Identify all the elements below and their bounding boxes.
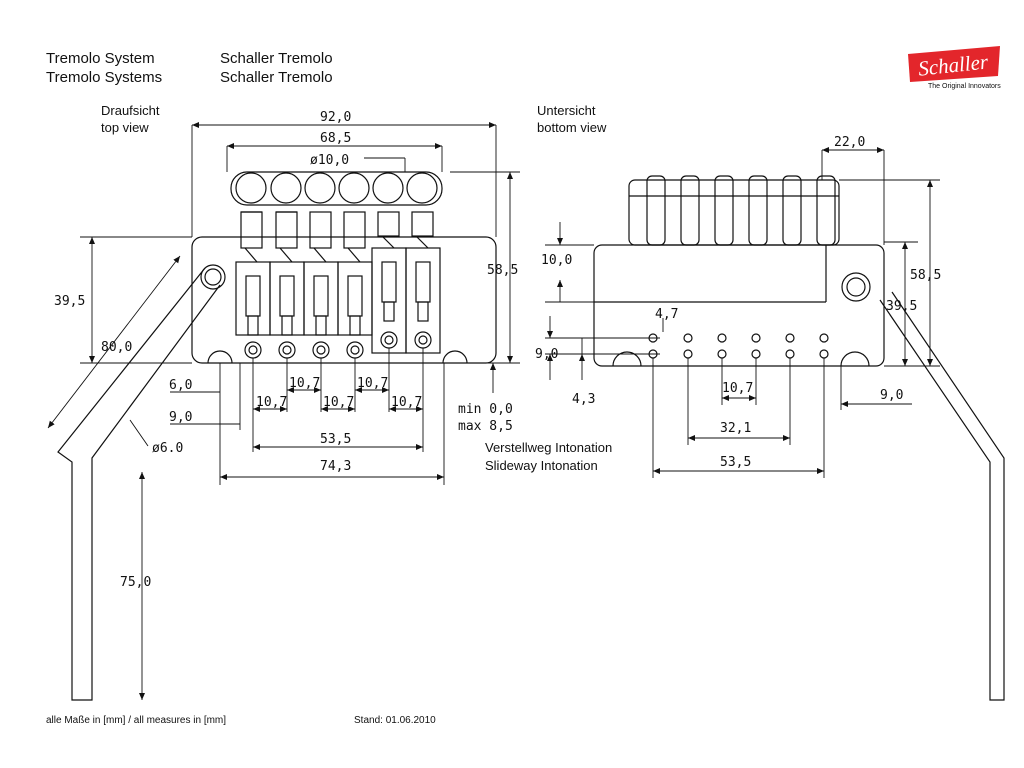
top-dimension-lines bbox=[47, 122, 520, 700]
dim-spacing-3: 10,7 bbox=[323, 395, 354, 410]
dim-span-743: 74,3 bbox=[320, 459, 351, 474]
dim-arm-vertical: 75,0 bbox=[120, 575, 151, 590]
dim-hole-offset-b: 9,0 bbox=[169, 410, 192, 425]
dim-hole-offset-a: 6,0 bbox=[169, 378, 192, 393]
schaller-logo: Schaller bbox=[906, 44, 1002, 84]
string-rollers bbox=[230, 171, 443, 206]
dim-travel-min: min 0,0 bbox=[458, 402, 513, 417]
title-de: Tremolo System bbox=[46, 50, 155, 67]
dim-span-321: 32,1 bbox=[720, 421, 751, 436]
saddle-screws bbox=[244, 331, 432, 359]
bottom-pivot-hole bbox=[841, 272, 871, 302]
bottom-view-label-en: bottom view bbox=[537, 120, 607, 135]
bottom-screw-holes bbox=[648, 333, 829, 359]
bottom-notch-left bbox=[612, 351, 642, 367]
dim-spacing-4: 10,7 bbox=[357, 376, 388, 391]
dim-dot-dia: 4,7 bbox=[655, 307, 678, 322]
logo-badge bbox=[908, 46, 1000, 82]
dim-spacing-2: 10,7 bbox=[289, 376, 320, 391]
top-notch-right bbox=[442, 350, 468, 364]
dim-travel-max: max 8,5 bbox=[458, 419, 513, 434]
dim-bottom-span-535: 53,5 bbox=[720, 455, 751, 470]
string-lines bbox=[240, 211, 434, 263]
dim-bottom-arm-offset: 39,5 bbox=[886, 299, 917, 314]
top-view-drawing bbox=[57, 171, 497, 701]
dim-arm-length: 80,0 bbox=[101, 340, 132, 355]
top-baseplate bbox=[191, 236, 497, 364]
footer-date: Stand: 01.06.2010 bbox=[354, 715, 436, 726]
top-notch-left bbox=[207, 350, 233, 364]
footer-measures: alle Maße in [mm] / all measures in [mm] bbox=[46, 715, 227, 726]
dim-arm-dia: ø6.0 bbox=[152, 441, 183, 456]
dim-edge-90: 9,0 bbox=[880, 388, 903, 403]
tremolo-arm-bottom bbox=[879, 291, 1005, 701]
product-de: Schaller Tremolo bbox=[220, 50, 333, 67]
bottom-baseplate bbox=[593, 244, 885, 367]
bottom-dimension-lines bbox=[545, 147, 940, 478]
dim-bottom-depth: 58,5 bbox=[910, 268, 941, 283]
top-view-label-en: top view bbox=[101, 120, 149, 135]
dim-bottom-spacing: 10,7 bbox=[722, 381, 753, 396]
product-en: Schaller Tremolo bbox=[220, 69, 333, 86]
bottom-roller-block bbox=[628, 179, 840, 246]
dim-spacing-1: 10,7 bbox=[256, 395, 287, 410]
title-en: Tremolo Systems bbox=[46, 69, 163, 86]
dim-spacing-5: 10,7 bbox=[391, 395, 422, 410]
dim-string-span: 68,5 bbox=[320, 131, 351, 146]
dim-bottom-height: 10,0 bbox=[541, 253, 572, 268]
bottom-view-drawing bbox=[593, 175, 1005, 701]
dimension-labels: 92,0 68,5 ø10,0 58,5 39,5 80,0 6,0 9,0 ø… bbox=[54, 110, 941, 590]
dim-span-535: 53,5 bbox=[320, 432, 351, 447]
top-view-label-de: Draufsicht bbox=[101, 103, 160, 118]
intonation-label-en: Slideway Intonation bbox=[485, 458, 598, 473]
tremolo-arm-top bbox=[57, 267, 221, 701]
dim-row-offset: 9,0 bbox=[535, 347, 558, 362]
intonation-label-de: Verstellweg Intonation bbox=[485, 440, 613, 455]
dim-depth: 58,5 bbox=[487, 263, 518, 278]
saddles bbox=[235, 247, 441, 354]
top-pivot-hole bbox=[200, 264, 226, 290]
dim-bottom-offset: 22,0 bbox=[834, 135, 865, 150]
dim-roller-dia: ø10,0 bbox=[310, 153, 349, 168]
bottom-fingers bbox=[646, 175, 836, 246]
dim-row-gap: 4,3 bbox=[572, 392, 595, 407]
bottom-view-label-de: Untersicht bbox=[537, 103, 596, 118]
bottom-notch-right bbox=[840, 351, 870, 367]
dim-overall-width: 92,0 bbox=[320, 110, 351, 125]
logo-tagline: The Original Innovators bbox=[928, 83, 1001, 90]
dim-arm-offset: 39,5 bbox=[54, 294, 85, 309]
